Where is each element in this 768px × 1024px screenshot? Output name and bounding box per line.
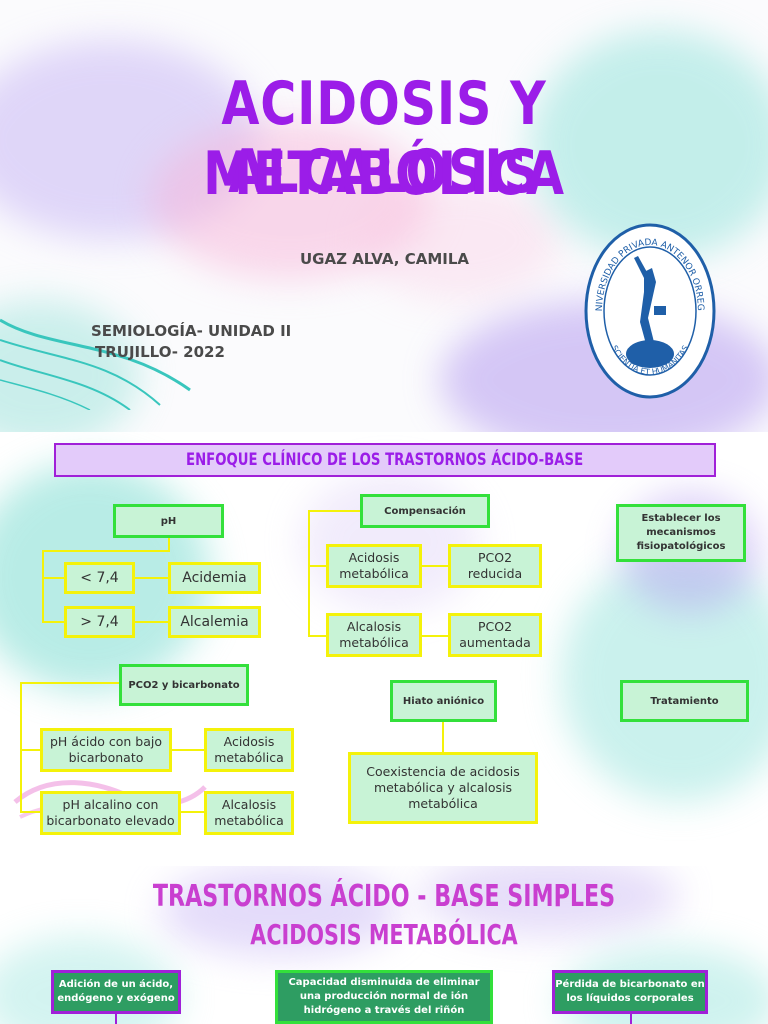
watercolor-blob bbox=[300, 472, 480, 612]
connector bbox=[308, 565, 326, 567]
connector bbox=[42, 577, 64, 579]
ph-result-acidemia: Acidemia bbox=[168, 562, 261, 594]
connector bbox=[422, 565, 448, 567]
clinical-approach-slide: ENFOQUE CLÍNICO DE LOS TRASTORNOS ÁCIDO-… bbox=[0, 432, 768, 866]
ph-box: pH bbox=[113, 504, 224, 538]
connector bbox=[42, 550, 44, 622]
cause-renal-elimination: Capacidad disminuida de eliminar una pro… bbox=[275, 970, 493, 1024]
slide-banner: ENFOQUE CLÍNICO DE LOS TRASTORNOS ÁCIDO-… bbox=[54, 443, 716, 477]
watercolor-blob bbox=[360, 180, 560, 300]
connector bbox=[42, 621, 64, 623]
watercolor-blob bbox=[160, 866, 400, 956]
connector bbox=[135, 621, 168, 623]
connector bbox=[135, 577, 168, 579]
slide3-title-line2: ACIDOSIS METABÓLICA bbox=[250, 918, 518, 951]
connector bbox=[630, 1014, 632, 1024]
connector bbox=[20, 749, 40, 751]
course-unit: SEMIOLOGÍA- UNIDAD II bbox=[91, 322, 292, 340]
comp-result-pco2-low: PCO2 reducida bbox=[448, 544, 542, 588]
connector bbox=[442, 722, 444, 752]
connector bbox=[172, 749, 204, 751]
connector bbox=[308, 635, 326, 637]
ph-result-alcalemia: Alcalemia bbox=[168, 606, 261, 638]
comp-disorder-alcalosis: Alcalosis metabólica bbox=[326, 613, 422, 657]
connector bbox=[20, 682, 22, 812]
place-year: TRUJILLO- 2022 bbox=[95, 343, 225, 361]
connector bbox=[308, 510, 360, 512]
cause-acid-addition: Adición de un ácido, endógeno y exógeno bbox=[51, 970, 181, 1014]
connector bbox=[20, 811, 40, 813]
bicarb-result-acidosis: Acidosis metabólica bbox=[204, 728, 294, 772]
connector bbox=[422, 635, 448, 637]
bicarb-finding-acid: pH ácido con bajo bicarbonato bbox=[40, 728, 172, 772]
treatment-box: Tratamiento bbox=[620, 680, 749, 722]
comp-disorder-acidosis: Acidosis metabólica bbox=[326, 544, 422, 588]
simple-disorders-slide: TRASTORNOS ÁCIDO - BASE SIMPLES ACIDOSIS… bbox=[0, 866, 768, 1024]
watercolor-blob bbox=[420, 866, 680, 936]
slide-title-line1: ACIDOSIS Y ALCALOSIS bbox=[221, 69, 547, 207]
pco2-bicarbonate-box: PCO2 y bicarbonato bbox=[119, 664, 249, 706]
bicarb-result-alcalosis: Alcalosis metabólica bbox=[204, 791, 294, 835]
connector bbox=[181, 811, 204, 813]
comp-result-pco2-high: PCO2 aumentada bbox=[448, 613, 542, 657]
title-slide: ACIDOSIS Y ALCALOSIS METABÓLICA UGAZ ALV… bbox=[0, 0, 768, 432]
connector bbox=[308, 510, 310, 636]
connector bbox=[42, 550, 170, 552]
anion-gap-box: Hiato aniónico bbox=[390, 680, 497, 722]
ph-condition-high: > 7,4 bbox=[64, 606, 135, 638]
watercolor-blob bbox=[150, 120, 430, 280]
mechanisms-box: Establecer los mecanismos fisiopatológic… bbox=[616, 504, 746, 562]
watercolor-blob bbox=[560, 552, 768, 802]
cause-bicarbonate-loss: Pérdida de bicarbonato en los líquidos c… bbox=[552, 970, 708, 1014]
teal-brush-stroke bbox=[0, 318, 191, 410]
university-seal-logo: UNIVERSIDAD PRIVADA ANTENOR ORREGO SCIEN… bbox=[584, 222, 716, 399]
connector bbox=[168, 538, 170, 552]
compensation-box: Compensación bbox=[360, 494, 490, 528]
connector bbox=[115, 1014, 117, 1024]
ph-condition-low: < 7,4 bbox=[64, 562, 135, 594]
connector bbox=[20, 682, 119, 684]
anion-gap-detail: Coexistencia de acidosis metabólica y al… bbox=[348, 752, 538, 824]
slide-title-line2: METABÓLICA bbox=[203, 139, 565, 209]
slide3-title-line1: TRASTORNOS ÁCIDO - BASE SIMPLES bbox=[152, 879, 616, 914]
banner-text: ENFOQUE CLÍNICO DE LOS TRASTORNOS ÁCIDO-… bbox=[186, 450, 584, 470]
bicarb-finding-alkaline: pH alcalino con bicarbonato elevado bbox=[40, 791, 181, 835]
watercolor-blob bbox=[530, 30, 768, 260]
author-name: UGAZ ALVA, CAMILA bbox=[300, 250, 469, 268]
